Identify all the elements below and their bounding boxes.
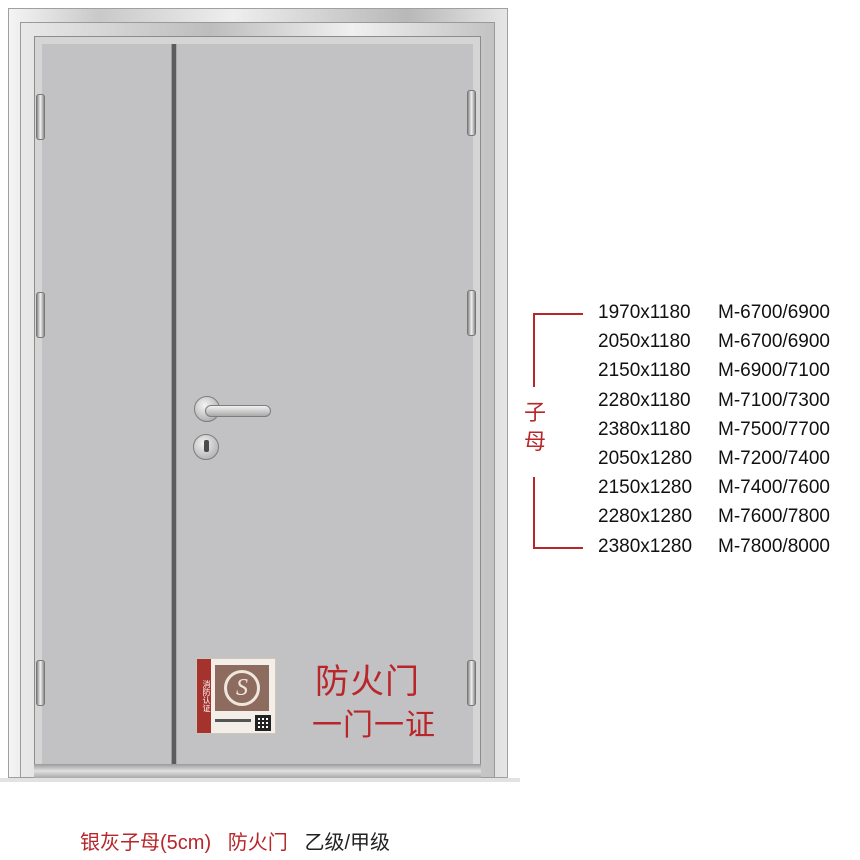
keyhole-icon <box>204 440 209 452</box>
door-handle-icon <box>205 405 271 417</box>
hinge-icon <box>467 660 476 706</box>
size-model: M-7200/7400 <box>718 447 830 469</box>
size-dimensions: 2050x1280 <box>598 447 693 469</box>
hinge-icon <box>467 90 476 136</box>
floor-line <box>0 778 520 782</box>
size-list: 1970x1180 M-6700/6900 2050x1180 M-6700/6… <box>598 302 858 565</box>
cert-logo: S <box>215 665 269 711</box>
size-model: M-7800/8000 <box>718 535 830 557</box>
lock-cylinder-icon <box>193 434 219 460</box>
bracket-line <box>533 547 583 549</box>
hinge-icon <box>467 290 476 336</box>
size-model: M-7400/7600 <box>718 477 830 499</box>
size-model: M-7500/7700 <box>718 418 830 440</box>
size-model: M-7600/7800 <box>718 506 830 528</box>
size-model: M-6900/7100 <box>718 360 830 382</box>
size-dimensions: 2280x1180 <box>598 389 691 411</box>
bracket-line <box>533 313 583 315</box>
fire-door-subtitle: 一门一证 <box>312 709 436 742</box>
size-row: 2380x1180 M-7500/7700 <box>598 419 858 448</box>
hinge-icon <box>36 94 45 140</box>
cert-logo-letter: S <box>224 670 260 706</box>
hinge-icon <box>36 292 45 338</box>
size-row: 2050x1180 M-6700/6900 <box>598 331 858 360</box>
size-model: M-7100/7300 <box>718 389 830 411</box>
door-leaf-main <box>176 44 473 764</box>
size-model: M-6700/6900 <box>718 302 830 323</box>
hinge-icon <box>36 660 45 706</box>
size-row: 1970x1180 M-6700/6900 <box>598 302 858 331</box>
barcode-icon <box>215 719 251 722</box>
size-dimensions: 2150x1280 <box>598 477 693 499</box>
bracket-line <box>533 313 535 387</box>
size-row: 2150x1280 M-7400/7600 <box>598 477 858 506</box>
size-row: 2280x1280 M-7600/7800 <box>598 506 858 535</box>
product-category: 防火门 <box>227 832 288 854</box>
product-caption: 银灰子母(5cm) 防火门 乙级/甲级 <box>80 826 390 855</box>
product-name: 银灰子母(5cm) <box>80 832 212 854</box>
size-row: 2280x1180 M-7100/7300 <box>598 390 858 419</box>
size-dimensions: 2150x1180 <box>598 360 691 382</box>
size-dimensions: 2280x1280 <box>598 506 693 528</box>
size-row: 2380x1280 M-7800/8000 <box>598 536 858 565</box>
fire-door-title: 防火门 <box>315 663 420 701</box>
door-threshold <box>34 764 481 778</box>
certification-label: 消防认证 S <box>196 658 276 734</box>
size-row: 2050x1280 M-7200/7400 <box>598 448 858 477</box>
size-row: 2150x1180 M-6900/7100 <box>598 360 858 389</box>
door-leaf-small <box>42 44 172 764</box>
size-dimensions: 1970x1180 <box>598 302 691 323</box>
size-model: M-6700/6900 <box>718 331 830 353</box>
size-dimensions: 2380x1180 <box>598 418 691 440</box>
product-grade: 乙级/甲级 <box>304 832 391 854</box>
cert-strip-text: 消防认证 <box>197 659 211 733</box>
size-dimensions: 2050x1180 <box>598 331 691 353</box>
door-seam <box>172 44 176 764</box>
qr-code-icon <box>255 715 271 731</box>
bracket-line <box>533 477 535 549</box>
size-dimensions: 2380x1280 <box>598 535 693 557</box>
door-type-label: 子母 <box>523 400 546 454</box>
